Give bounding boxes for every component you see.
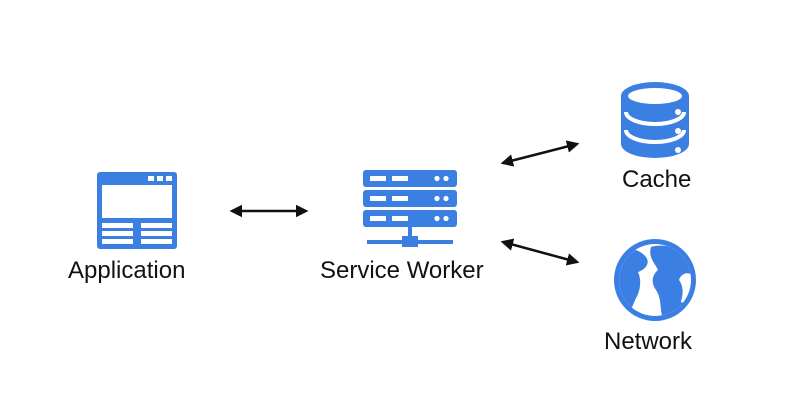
database-icon (621, 82, 689, 158)
globe-icon (614, 239, 696, 321)
browser-window-icon (97, 172, 177, 249)
arrow-service-worker-cache (500, 140, 580, 167)
arrow-service-worker-network (500, 238, 580, 266)
cache-label: Cache (622, 166, 692, 193)
application-label: Application (68, 257, 186, 284)
network-label: Network (604, 328, 693, 355)
service-worker-label: Service Worker (320, 257, 484, 284)
server-rack-icon (363, 170, 457, 247)
